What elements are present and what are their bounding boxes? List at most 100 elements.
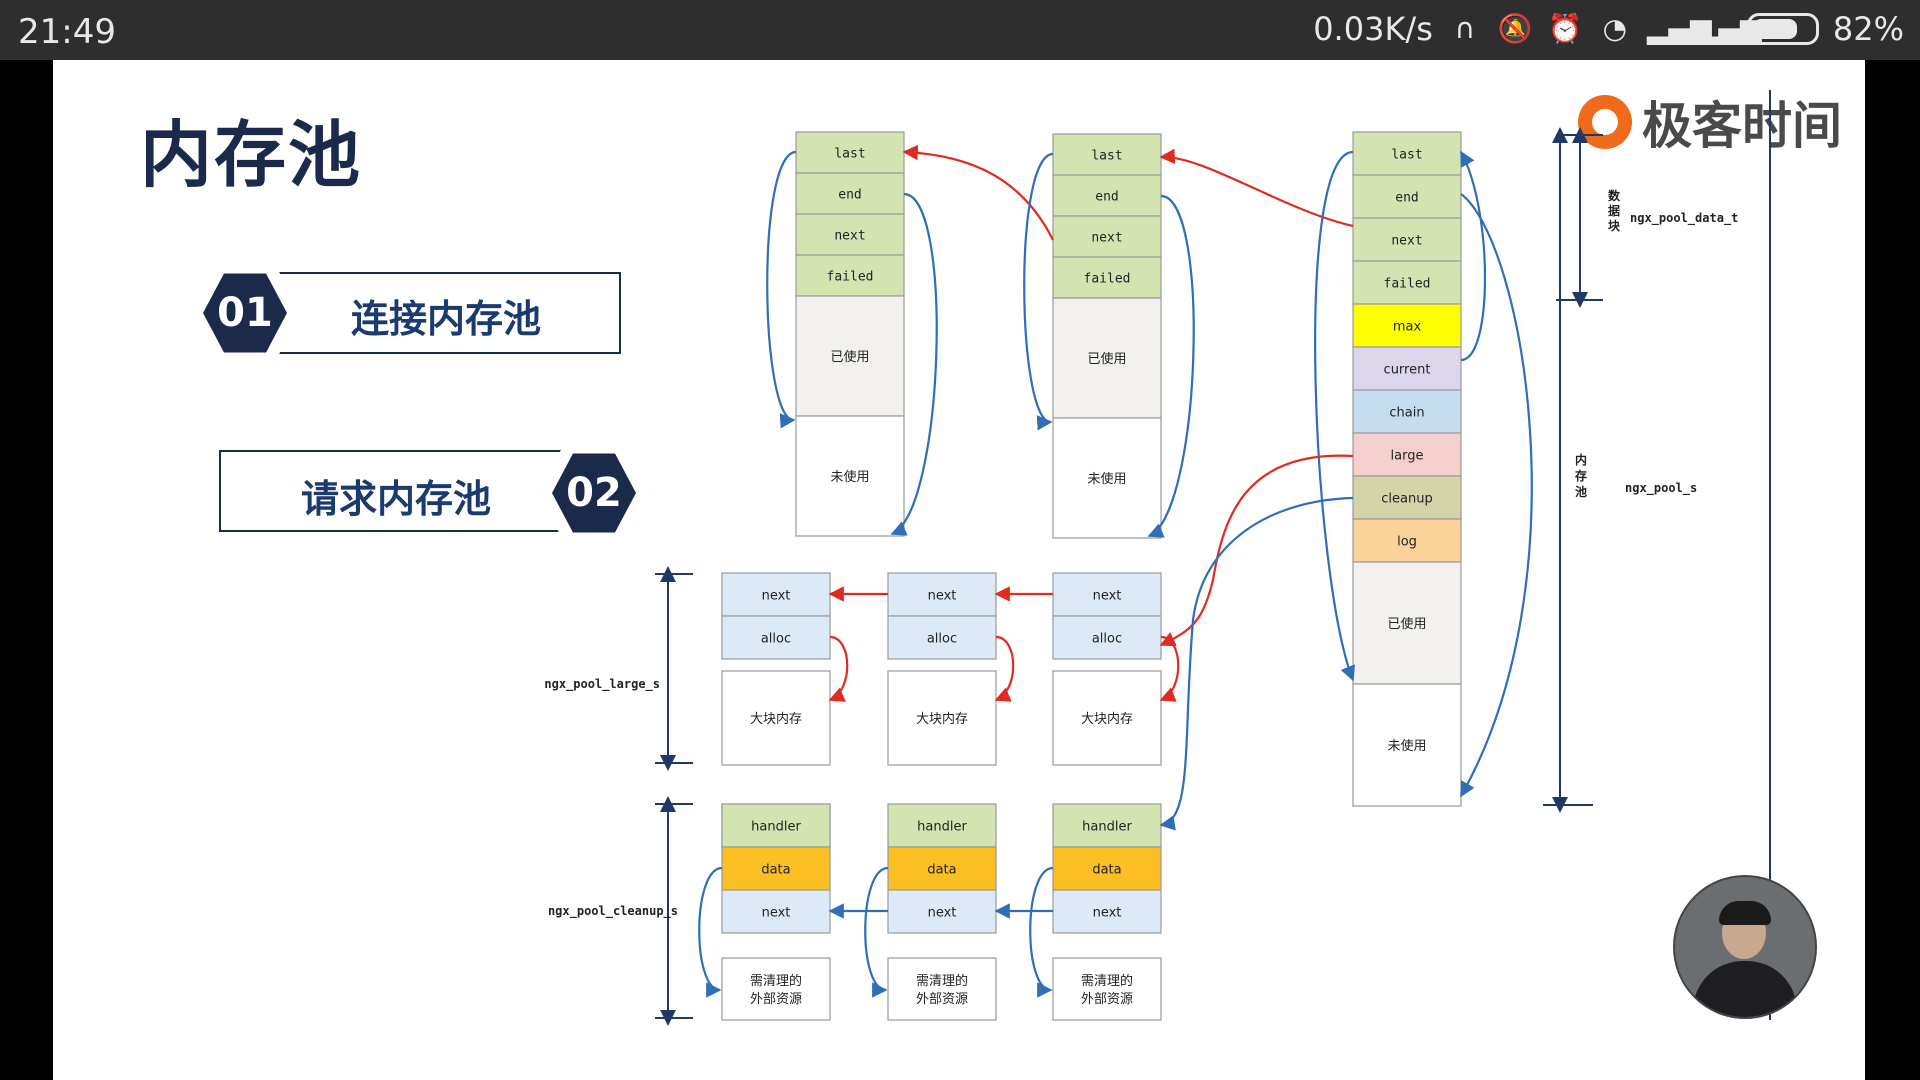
section-02-card[interactable] xyxy=(219,450,587,532)
status-time: 21:49 xyxy=(18,12,116,52)
section-01-label: 连接内存池 xyxy=(351,297,542,341)
cleanup2-field-next-label: next xyxy=(928,906,957,921)
status-right-group: 0.03K/s ∩ 🔕 ⏰ ◔ ▂▄▆ ▂▄▆ 82% xyxy=(1313,10,1904,48)
section-01-card[interactable] xyxy=(253,272,621,354)
alarm-icon: ⏰ xyxy=(1547,12,1583,45)
large3-field-alloc-label: alloc xyxy=(1092,632,1122,647)
pool1-field-failed-label: failed xyxy=(827,270,874,285)
pool3-used-block-label: 已使用 xyxy=(1387,616,1426,632)
pool2-unused-block: 未使用 xyxy=(1052,417,1162,539)
pool2-field-failed-label: failed xyxy=(1084,272,1131,287)
large3-alloc-arrow xyxy=(1159,635,1180,702)
pool3-field-chain: chain xyxy=(1352,389,1462,434)
pool3-field-current: current xyxy=(1352,346,1462,391)
large3-field-next: next xyxy=(1052,572,1162,617)
pool3-last-arrow xyxy=(1314,150,1356,682)
pool3-field-max-label: max xyxy=(1393,320,1422,335)
cleanup1-block-label: 需清理的 xyxy=(750,973,802,989)
large1-block-label: 大块内存 xyxy=(750,711,802,727)
pool3-field-last: last xyxy=(1352,131,1462,176)
cleanup1-block-label: 外部资源 xyxy=(750,992,802,1007)
pool3-unused-block-label: 未使用 xyxy=(1387,738,1426,754)
brand-logo: 极客时间 xyxy=(1578,86,1842,158)
pool3-field-current-label: current xyxy=(1384,363,1431,378)
pool2-unused-block-label: 未使用 xyxy=(1087,471,1126,487)
pool1-field-end-label: end xyxy=(838,188,861,203)
cleanup3-block-label: 需清理的 xyxy=(1081,973,1133,989)
large2-block: 大块内存 xyxy=(887,670,997,766)
cleanup-type-label: ngx_pool_cleanup_s xyxy=(548,904,678,919)
cleanup1-field-next-label: next xyxy=(762,906,791,921)
large2-alloc-arrow xyxy=(994,635,1015,702)
pool3-field-end: end xyxy=(1352,174,1462,219)
cleanup1-data-arrow xyxy=(698,866,723,998)
cleanup2-field-handler: handler xyxy=(887,803,997,848)
large3-field-alloc: alloc xyxy=(1052,615,1162,660)
large3-block: 大块内存 xyxy=(1052,670,1162,766)
pool1-field-next-label: next xyxy=(834,229,865,244)
status-bar: 21:49 0.03K/s ∩ 🔕 ⏰ ◔ ▂▄▆ ▂▄▆ 82% xyxy=(0,0,1920,60)
cleanup2-field-next: next xyxy=(887,889,997,934)
cleanup1-field-next: next xyxy=(721,889,831,934)
cleanup1-field-data: data xyxy=(721,846,831,891)
pool3-field-log-label: log xyxy=(1397,535,1417,550)
large1-field-alloc: alloc xyxy=(721,615,831,660)
pool3-to-pool2-next-arrow xyxy=(1159,148,1354,228)
pool1-unused-block: 未使用 xyxy=(795,415,905,537)
cleanup3-field-handler-label: handler xyxy=(1082,820,1132,835)
pool3-field-failed-label: failed xyxy=(1384,277,1431,292)
pool2-used-block-label: 已使用 xyxy=(1087,351,1126,367)
large1-alloc-arrow xyxy=(828,635,849,702)
pool2-field-last: last xyxy=(1052,133,1162,176)
large2-field-next-label: next xyxy=(928,589,957,604)
data-block-cn-3: 块 xyxy=(1608,218,1621,233)
cleanup2-field-data-label: data xyxy=(927,863,956,878)
slide-title: 内存池 xyxy=(140,113,363,197)
large1-field-next-label: next xyxy=(762,589,791,604)
pool1-field-last-label: last xyxy=(834,147,865,162)
cleanup1-field-handler: handler xyxy=(721,803,831,848)
data-block-cn-2: 据 xyxy=(1608,203,1620,218)
pool-cn-1: 内 xyxy=(1575,452,1587,467)
network-speed: 0.03K/s xyxy=(1313,10,1433,48)
pool1-field-failed: failed xyxy=(795,254,905,297)
presenter-webcam xyxy=(1673,875,1817,1019)
pool-cn-3: 池 xyxy=(1575,484,1587,499)
pool2-field-end-label: end xyxy=(1095,190,1118,205)
large2-field-alloc-label: alloc xyxy=(927,632,957,647)
cleanup2-block-label: 外部资源 xyxy=(916,992,968,1007)
pool1-field-last: last xyxy=(795,131,905,174)
brand-name: 极客时间 xyxy=(1642,97,1842,155)
pool2-field-failed: failed xyxy=(1052,256,1162,299)
large-type-label: ngx_pool_large_s xyxy=(544,677,660,692)
pool2-field-next: next xyxy=(1052,215,1162,258)
wifi-icon: ◔ xyxy=(1602,12,1628,45)
cleanup3-field-data-label: data xyxy=(1092,863,1121,878)
pool1-end-arrow xyxy=(890,192,938,536)
pool3-field-end-label: end xyxy=(1395,191,1418,206)
signal-icon: ▂▄▆ xyxy=(1646,12,1712,45)
headset-icon: ∩ xyxy=(1454,12,1476,45)
pool2-field-last-label: last xyxy=(1091,149,1122,164)
pool-type-label: ngx_pool_s xyxy=(1625,481,1697,496)
large3-field-next-label: next xyxy=(1093,589,1122,604)
pool3-cleanup-arrow xyxy=(1159,496,1354,831)
pool3-unused-block: 未使用 xyxy=(1352,683,1462,807)
pool1-field-end: end xyxy=(795,172,905,215)
cleanup2-data-arrow xyxy=(864,866,889,998)
pool1-unused-block-label: 未使用 xyxy=(830,469,869,485)
pool3-field-large-label: large xyxy=(1391,449,1424,464)
data-block-type-label: ngx_pool_data_t xyxy=(1630,211,1738,226)
section-02-label: 请求内存池 xyxy=(301,477,492,521)
pool3-field-next-label: next xyxy=(1391,234,1422,249)
cleanup3-field-next-label: next xyxy=(1093,906,1122,921)
pool1-field-next: next xyxy=(795,213,905,256)
cleanup3-data-arrow xyxy=(1029,866,1054,998)
pool2-field-end: end xyxy=(1052,174,1162,217)
cleanup3-field-next: next xyxy=(1052,889,1162,934)
pool3-field-failed: failed xyxy=(1352,260,1462,305)
